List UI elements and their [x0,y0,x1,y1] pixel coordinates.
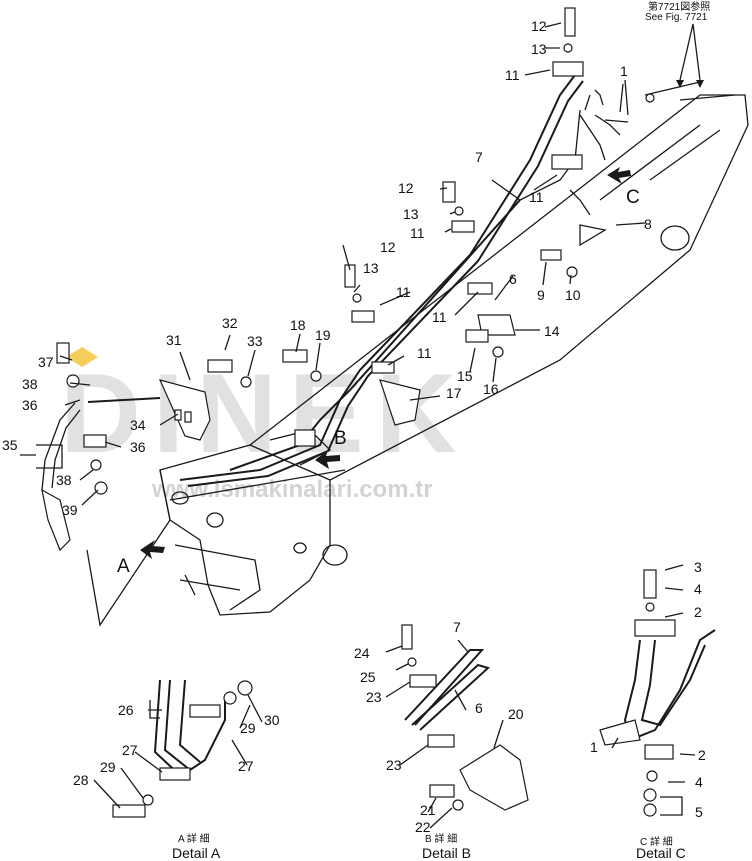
callouts: 12 13 11 1 7 11 12 13 11 8 12 13 11 6 9 … [2,18,706,835]
svg-text:See Fig. 7721: See Fig. 7721 [645,12,708,23]
callout-label: 7 [453,619,461,635]
callout-label: 29 [240,720,256,736]
clamp-mid [551,154,583,170]
hardware [36,7,701,552]
callout-label: 22 [415,819,431,835]
view-label-c: C [626,187,640,208]
callout-label: 13 [531,41,547,57]
callout-label: 13 [403,206,419,222]
callout-label: 9 [537,287,545,303]
svg-text:Detail B: Detail B [422,845,471,861]
callout-label: 27 [122,742,138,758]
callout-label: 4 [695,774,703,790]
watermark-logo-mark [66,347,98,367]
view-label-b: B [334,428,347,449]
detail-a: A 詳 細 Detail A [112,679,253,861]
callout-label: 37 [38,354,54,370]
callout-label: 8 [644,216,652,232]
callout-label: 13 [363,260,379,276]
callout-label: 11 [417,345,432,361]
callout-label: 27 [238,758,254,774]
callout-label: 10 [565,287,581,303]
detail-b: B 詳 細 Detail B [401,624,529,861]
leader-lines [20,22,696,829]
callout-label: 12 [380,239,396,255]
callout-label: 24 [354,645,370,661]
clamp-top [552,61,584,77]
callout-label: 16 [483,381,499,397]
callout-label: 3 [694,559,702,575]
callout-label: 1 [590,739,598,755]
callout-label: 18 [290,317,306,333]
callout-label: 23 [366,689,382,705]
callout-label: 36 [22,397,38,413]
callout-label: 2 [698,747,706,763]
callout-label: 20 [508,706,524,722]
callout-label: 29 [100,759,116,775]
callout-label: 11 [410,225,425,241]
callout-label: 7 [475,149,483,165]
svg-text:Detail C: Detail C [636,845,686,861]
svg-text:A 詳 細: A 詳 細 [178,832,210,845]
callout-label: 33 [247,333,263,349]
boom-assembly [159,94,749,616]
reference-note: 第7721図参照 See Fig. 7721 [645,0,710,88]
callout-label: 28 [73,772,89,788]
callout-label: 31 [166,332,182,348]
callout-label: 34 [130,417,146,433]
callout-label: 11 [396,284,411,300]
svg-text:B 詳 細: B 詳 細 [425,832,457,845]
callout-label: 32 [222,315,238,331]
callout-label: 30 [264,712,280,728]
watermark: DINEK www.ismakinalari.com.tr [60,347,456,503]
callout-label: 11 [432,309,447,325]
svg-text:第7721図参照: 第7721図参照 [648,0,710,13]
callout-label: 23 [386,757,402,773]
detail-c: C 詳 細 Detail C [599,569,716,861]
hose-lines [179,74,591,487]
view-label-a: A [117,556,130,577]
callout-label: 2 [694,604,702,620]
callout-label: 36 [130,439,146,455]
callout-label: 6 [475,700,483,716]
callout-label: 17 [446,385,462,401]
callout-label: 4 [694,581,702,597]
callout-label: 35 [2,437,18,453]
callout-label: 1 [620,63,628,79]
callout-label: 38 [22,376,38,392]
svg-text:C 詳 細: C 詳 細 [640,835,673,848]
callout-label: 6 [509,271,517,287]
callout-label: 5 [695,804,703,820]
callout-label: 11 [529,189,544,205]
callout-label: 12 [531,18,547,34]
callout-label: 26 [118,702,134,718]
callout-label: 39 [62,502,78,518]
view-arrows [86,167,631,627]
callout-label: 38 [56,472,72,488]
callout-label: 25 [360,669,376,685]
callout-label: 14 [544,323,560,339]
callout-label: 11 [505,67,520,83]
watermark-url: www.ismakinalari.com.tr [151,476,433,503]
svg-text:Detail A: Detail A [172,845,221,861]
callout-label: 12 [398,180,414,196]
callout-label: 21 [420,802,436,818]
callout-label: 19 [315,327,331,343]
callout-label: 15 [457,368,473,384]
